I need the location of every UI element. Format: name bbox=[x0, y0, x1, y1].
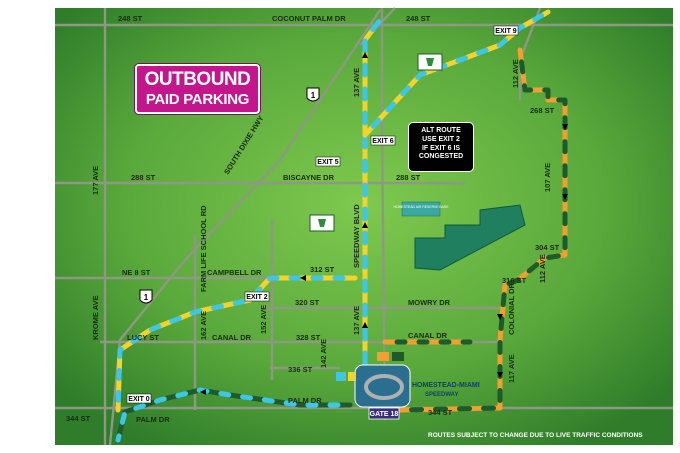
label-campbell: CAMPBELL DR bbox=[207, 268, 262, 277]
route-change-notice: ROUTES SUBJECT TO CHANGE DUE TO LIVE TRA… bbox=[428, 432, 643, 439]
alt-route-line-1: ALT ROUTE bbox=[421, 127, 461, 134]
arrow-west-2 bbox=[200, 389, 206, 395]
exit-9-box: EXIT 9 bbox=[493, 25, 519, 36]
alt-route-box: ALT ROUTE USE EXIT 2 IF EXIT 6 IS CONGES… bbox=[408, 122, 474, 172]
exit-6-box: EXIT 6 bbox=[370, 135, 396, 146]
arrow-north-2 bbox=[362, 222, 368, 228]
label-speedway-blvd: SPEEDWAY BLVD bbox=[352, 204, 361, 268]
title-line-2: PAID PARKING bbox=[145, 91, 250, 108]
label-344-st-right: 344 ST bbox=[428, 408, 453, 417]
label-320-st: 320 ST bbox=[295, 298, 320, 307]
arrow-south-1 bbox=[562, 124, 568, 130]
us1-number-south: 1 bbox=[144, 293, 149, 302]
alt-route-line-3: IF EXIT 6 IS bbox=[421, 144, 461, 152]
label-farm-life: FARM LIFE SCHOOL RD bbox=[199, 205, 208, 292]
us1-shield-north: 1 bbox=[306, 87, 320, 102]
route-speedway-north-alt bbox=[362, 17, 383, 378]
gate-label: GATE 18 bbox=[370, 411, 399, 418]
routes bbox=[115, 9, 568, 443]
exit-9-label: EXIT 9 bbox=[495, 28, 517, 35]
label-336-st: 336 ST bbox=[288, 365, 313, 374]
arrow-south-4 bbox=[497, 372, 503, 378]
label-288-st-left: 288 ST bbox=[131, 173, 156, 182]
route-campbell-exit2-alt bbox=[115, 275, 358, 413]
us1-shield-south: 1 bbox=[139, 289, 153, 304]
label-162-ave: 162 AVE bbox=[199, 311, 208, 340]
label-112-ave-top: 112 AVE bbox=[511, 59, 520, 88]
label-ne8-st: NE 8 ST bbox=[122, 268, 151, 277]
air-reserve-label-box bbox=[401, 201, 441, 217]
label-316-st: 316 ST bbox=[502, 276, 527, 285]
label-palm-dr: PALM DR bbox=[288, 396, 322, 405]
exit-0-box: EXIT 0 bbox=[126, 393, 152, 404]
route-exit6-exit9-alt bbox=[362, 9, 551, 138]
label-canal-left: CANAL DR bbox=[212, 333, 252, 342]
arrow-north-1 bbox=[362, 52, 368, 58]
label-142-ave: 142 AVE bbox=[319, 339, 328, 368]
label-107-ave: 107 AVE bbox=[543, 163, 552, 192]
arrow-north-3 bbox=[362, 322, 368, 328]
lot-marker-teal bbox=[336, 372, 346, 381]
title-line-1: OUTBOUND bbox=[144, 69, 251, 90]
label-lucy-st: LUCY ST bbox=[127, 333, 159, 342]
road-137-ave bbox=[380, 8, 387, 421]
exit-5-box: EXIT 5 bbox=[315, 156, 341, 167]
turnpike-logo-south bbox=[318, 219, 326, 227]
lot-marker-yellow bbox=[348, 372, 356, 381]
air-reserve-label: HOMESTEAD AIR RESERVE BASE bbox=[394, 205, 450, 209]
label-344-st-left: 344 ST bbox=[66, 414, 91, 423]
label-248-st-left: 248 ST bbox=[118, 14, 143, 23]
label-coconut-palm: COCONUT PALM DR bbox=[272, 14, 346, 23]
arrow-south-2 bbox=[562, 194, 568, 200]
road-network bbox=[55, 7, 673, 446]
speedway-track bbox=[364, 374, 404, 400]
label-268-st: 268 ST bbox=[530, 106, 555, 115]
exit-6-label: EXIT 6 bbox=[372, 138, 394, 145]
outbound-paid-parking-title: OUTBOUND PAID PARKING bbox=[135, 64, 260, 114]
label-152-ave: 152 AVE bbox=[259, 305, 268, 334]
label-mowry: MOWRY DR bbox=[408, 298, 451, 307]
label-137-ave-top: 137 AVE bbox=[352, 68, 361, 97]
lot-marker-dark bbox=[392, 352, 404, 361]
label-117-ave: 117 AVE bbox=[507, 354, 516, 383]
us1-number-north: 1 bbox=[311, 91, 316, 100]
label-biscayne: BISCAYNE DR bbox=[283, 173, 335, 182]
label-304-st: 304 ST bbox=[535, 243, 560, 252]
route-arrows bbox=[200, 52, 568, 395]
label-288-st-right: 288 ST bbox=[396, 173, 421, 182]
label-colonial-dr: COLONIAL DR bbox=[507, 282, 516, 335]
label-328-st: 328 ST bbox=[296, 333, 321, 342]
turnpike-logo-north bbox=[426, 58, 434, 66]
exit-2-label: EXIT 2 bbox=[246, 294, 268, 301]
label-177-ave: 177 AVE bbox=[91, 166, 100, 195]
exit-0-label: EXIT 0 bbox=[128, 396, 150, 403]
route-palm-dr-alt bbox=[115, 387, 353, 443]
alt-route-line-2: USE EXIT 2 bbox=[422, 135, 460, 143]
route-east-loop-dark bbox=[397, 47, 568, 413]
arrow-west-1 bbox=[300, 275, 306, 281]
lot-marker-orange bbox=[377, 352, 389, 361]
alt-route-line-4: CONGESTED bbox=[418, 153, 464, 161]
label-137-ave-bottom: 137 AVE bbox=[352, 306, 361, 335]
label-248-st-right: 248 ST bbox=[406, 14, 431, 23]
label-112-ave-mid: 112 AVE bbox=[538, 254, 547, 283]
venue-name: HOMESTEAD-MIAMI bbox=[412, 382, 480, 389]
air-reserve-base bbox=[414, 204, 526, 271]
gate-badge bbox=[368, 407, 400, 420]
venue-sub: SPEEDWAY bbox=[425, 392, 458, 398]
label-canal-right: CANAL DR bbox=[408, 331, 448, 340]
exit-2-box: EXIT 2 bbox=[244, 291, 270, 302]
arrow-south-3 bbox=[497, 314, 503, 320]
label-312-st: 312 ST bbox=[310, 265, 335, 274]
label-palm-dr-left: PALM DR bbox=[136, 415, 170, 424]
exit-5-label: EXIT 5 bbox=[317, 159, 339, 166]
label-krome-ave: KROME AVE bbox=[91, 295, 100, 340]
route-palm-dr bbox=[115, 387, 353, 443]
